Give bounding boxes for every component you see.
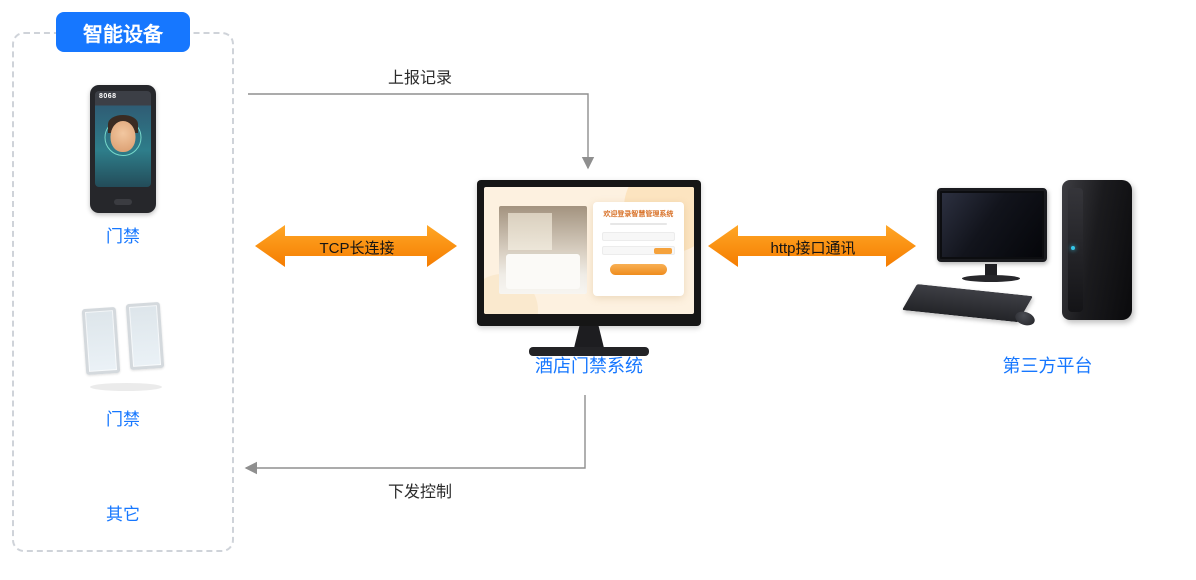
label-send-control: 下发控制 — [387, 484, 452, 501]
third-party-computer — [901, 178, 1150, 336]
photo-bed — [505, 254, 580, 290]
face-terminal-speaker — [114, 199, 132, 205]
pc-monitor-neck — [985, 264, 997, 276]
label-third-party: 第三方平台 — [1002, 356, 1093, 376]
label-other-devices: 其它 — [106, 505, 140, 524]
pc-keyboard — [901, 284, 1033, 323]
label-face-terminal: 门禁 — [106, 227, 140, 246]
login-captcha-tag — [653, 248, 672, 255]
label-hotel-system: 酒店门禁系统 — [535, 356, 643, 376]
pc-monitor — [937, 188, 1047, 262]
face-terminal-device: 8068 — [90, 85, 156, 213]
login-button — [610, 264, 667, 276]
login-title: 欢迎登录智慧管理系统 — [603, 211, 674, 219]
face-terminal-screen: 8068 — [95, 91, 151, 187]
label-gate: 门禁 — [106, 410, 140, 429]
pc-tower — [1062, 180, 1132, 320]
gate-device — [81, 298, 168, 394]
pc-power-led — [1071, 246, 1075, 250]
hotel-system-screen: 欢迎登录智慧管理系统 — [484, 187, 694, 314]
gate-panel-right — [125, 301, 165, 371]
arrow-send-control — [244, 395, 586, 475]
photo-window — [507, 213, 552, 250]
login-card: 欢迎登录智慧管理系统 — [593, 202, 684, 297]
face-terminal-model: 8068 — [99, 93, 117, 100]
face-portrait — [110, 121, 136, 152]
gate-panel-left — [81, 306, 121, 376]
pc-monitor-base — [962, 275, 1020, 282]
smart-devices-badge: 智能设备 — [56, 12, 190, 52]
pc-mouse — [1013, 309, 1037, 328]
pc-screen — [942, 193, 1042, 257]
label-report-records: 上报记录 — [387, 70, 452, 87]
pc-tower-front — [1068, 188, 1083, 312]
login-password-input — [602, 246, 675, 256]
gate-shadow — [90, 383, 162, 391]
label-http-interface: http接口通讯 — [770, 240, 856, 257]
login-subtitle-bar — [610, 223, 667, 226]
monitor-stand-neck — [574, 326, 604, 348]
arrow-report-records — [248, 93, 595, 170]
label-tcp-long-connection: TCP长连接 — [319, 240, 395, 257]
hotel-room-photo — [498, 206, 587, 294]
hotel-system-monitor: 欢迎登录智慧管理系统 — [477, 180, 701, 326]
login-username-input — [602, 232, 675, 242]
monitor-stand-base — [529, 347, 649, 356]
